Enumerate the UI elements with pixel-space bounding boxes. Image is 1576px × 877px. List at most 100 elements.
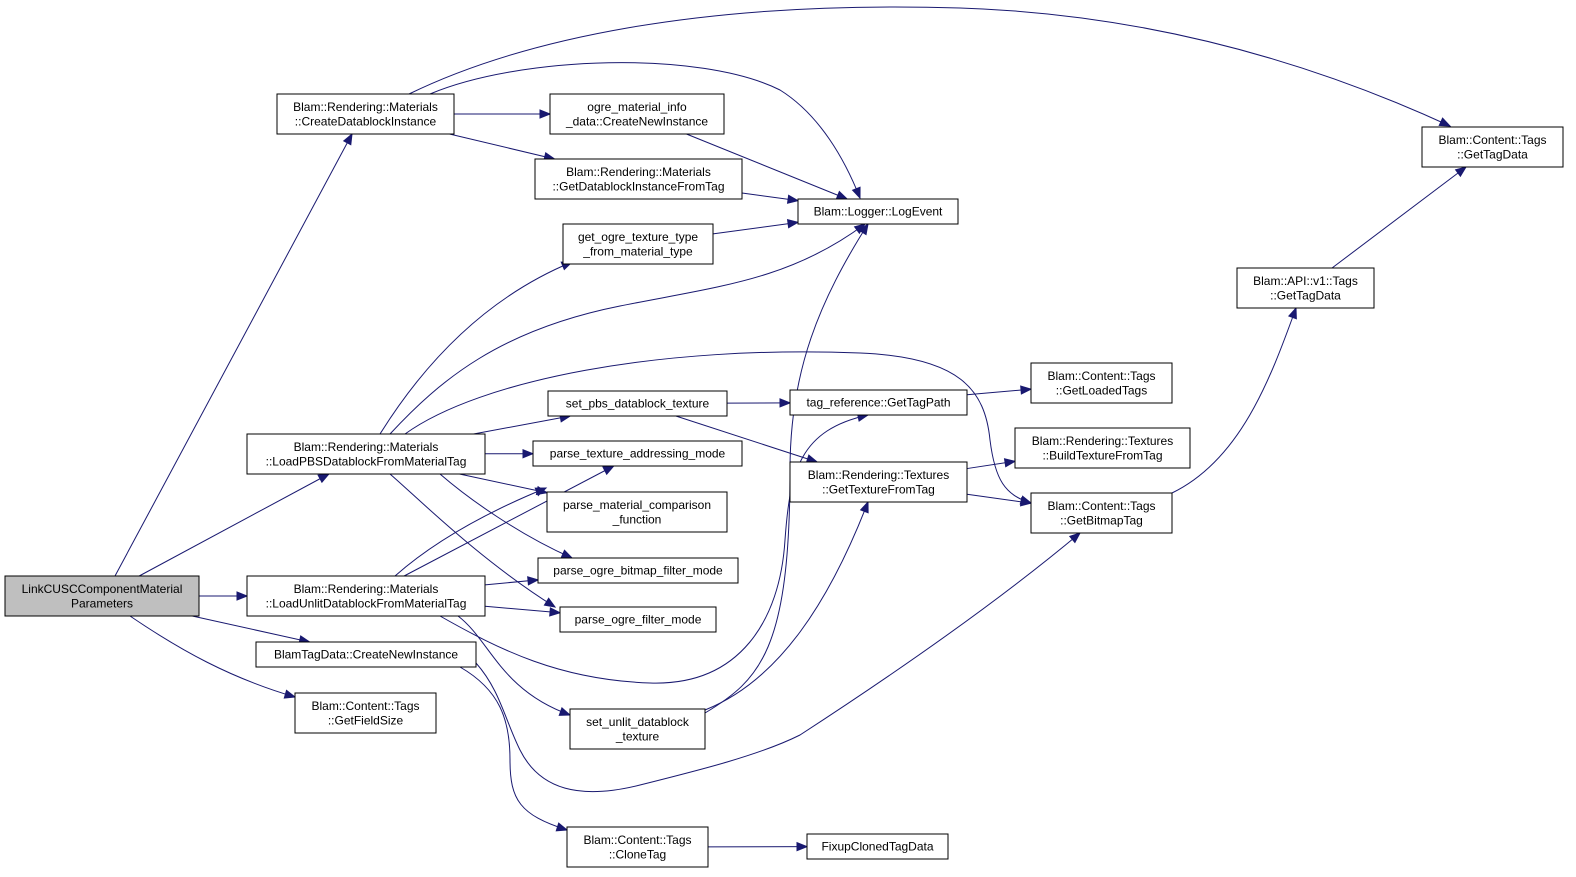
- node-box: [562, 223, 714, 265]
- node-label-line: _texture: [615, 729, 660, 743]
- arrowhead: [1287, 306, 1297, 320]
- node-box: [569, 708, 706, 750]
- arrowhead: [1068, 532, 1082, 544]
- node-loaded[interactable]: Blam::Content::Tags::GetLoadedTags: [1030, 362, 1173, 404]
- arrowhead: [835, 190, 849, 200]
- node-label-line: _data::CreateNewInstance: [565, 114, 708, 128]
- edge-apiTagData-to-tagData: [1331, 166, 1468, 269]
- edge-loadUnlit-to-setUnlit: [457, 615, 572, 716]
- arrowhead: [317, 473, 331, 484]
- node-label-line: Blam::API::v1::Tags: [1253, 274, 1358, 288]
- node-label-line: parse_ogre_bitmap_filter_mode: [553, 564, 723, 578]
- node-box: [546, 491, 728, 533]
- node-texFromTag[interactable]: Blam::Rendering::Textures::GetTextureFro…: [789, 461, 968, 503]
- arrowhead: [859, 500, 869, 514]
- node-bmpFilter[interactable]: parse_ogre_bitmap_filter_mode: [537, 557, 739, 584]
- node-fixup[interactable]: FixupClonedTagData: [806, 833, 949, 860]
- edge-loadUnlit-to-addrMode: [403, 465, 615, 577]
- node-box: [559, 606, 717, 633]
- arrowhead: [342, 132, 353, 146]
- edge-loadPbs-to-addrMode: [484, 448, 535, 459]
- node-box: [1030, 362, 1173, 404]
- node-setUnlit[interactable]: set_unlit_datablock_texture: [569, 708, 706, 750]
- arrowhead: [236, 591, 249, 601]
- node-label-line: Blam::Rendering::Textures: [1032, 434, 1173, 448]
- arrowhead: [539, 109, 552, 119]
- node-tagData[interactable]: Blam::Content::Tags::GetTagData: [1421, 126, 1564, 168]
- node-label-line: set_pbs_datablock_texture: [566, 397, 710, 411]
- node-label-line: ::GetTextureFromTag: [822, 482, 935, 496]
- arrowhead: [1020, 385, 1033, 395]
- node-label-line: Blam::Rendering::Materials: [293, 100, 438, 114]
- node-buildTex[interactable]: Blam::Rendering::Textures::BuildTextureF…: [1014, 427, 1191, 469]
- node-bitmapTag[interactable]: Blam::Content::Tags::GetBitmapTag: [1030, 492, 1173, 534]
- node-box: [276, 93, 455, 135]
- arrowhead: [522, 448, 535, 459]
- edge-root-to-loadUnlit: [199, 591, 249, 601]
- node-loadPbs[interactable]: Blam::Rendering::Materials::LoadPBSDatab…: [246, 433, 486, 475]
- edge-setUnlit-to-texFromTag: [704, 500, 869, 711]
- node-filter[interactable]: parse_ogre_filter_mode: [559, 606, 717, 633]
- node-label-line: ::GetTagData: [1270, 288, 1341, 302]
- node-box: [4, 575, 200, 617]
- arrowhead: [555, 822, 569, 832]
- edge-setPbs-to-tagPath: [726, 398, 792, 408]
- node-label-line: ::LoadUnlitDatablockFromMaterialTag: [266, 596, 467, 610]
- node-label-line: Blam::Rendering::Textures: [808, 468, 949, 482]
- arrowhead: [1454, 166, 1468, 178]
- node-label-line: Blam::Rendering::Materials: [294, 582, 439, 596]
- edge-loadUnlit-to-filter: [484, 605, 562, 617]
- node-texType[interactable]: get_ogre_texture_type_from_material_type: [562, 223, 714, 265]
- node-getDbiTag[interactable]: Blam::Rendering::Materials::GetDatablock…: [534, 158, 743, 200]
- edge-root-to-fieldSize: [129, 615, 297, 699]
- node-createDbi[interactable]: Blam::Rendering::Materials::CreateDatabl…: [276, 93, 455, 135]
- edge-createDbi-to-logEvent: [429, 62, 861, 200]
- node-addrMode[interactable]: parse_texture_addressing_mode: [532, 440, 743, 467]
- node-btdCreate[interactable]: BlamTagData::CreateNewInstance: [255, 641, 477, 668]
- node-label-line: ::GetFieldSize: [328, 713, 404, 727]
- node-cloneTag[interactable]: Blam::Content::Tags::CloneTag: [566, 826, 709, 868]
- node-label-line: ::LoadPBSDatablockFromMaterialTag: [266, 454, 467, 468]
- arrowhead: [527, 576, 540, 586]
- node-box: [1236, 267, 1375, 309]
- node-loadUnlit[interactable]: Blam::Rendering::Materials::LoadUnlitDat…: [246, 575, 486, 617]
- node-box: [1030, 492, 1173, 534]
- arrowhead: [1003, 458, 1017, 468]
- edge-btdCreate-to-cloneTag: [459, 666, 569, 832]
- edges-layer: [114, 6, 1468, 852]
- edge-btdCreate-to-bitmapTag: [475, 532, 1082, 793]
- node-box: [246, 433, 486, 475]
- node-label-line: Blam::Content::Tags: [583, 833, 691, 847]
- node-box: [532, 440, 743, 467]
- node-label-line: FixupClonedTagData: [821, 840, 933, 854]
- node-label-line: ::CreateDatablockInstance: [295, 114, 437, 128]
- node-box: [1014, 427, 1191, 469]
- node-box: [789, 389, 968, 416]
- arrowhead: [851, 186, 861, 200]
- arrowhead: [779, 398, 792, 408]
- node-fieldSize[interactable]: Blam::Content::Tags::GetFieldSize: [294, 692, 437, 734]
- arrowhead: [560, 549, 574, 559]
- node-tagPath[interactable]: tag_reference::GetTagPath: [789, 389, 968, 416]
- node-label-line: ::CloneTag: [609, 847, 666, 861]
- node-setPbs[interactable]: set_pbs_datablock_texture: [547, 390, 728, 417]
- node-box: [255, 641, 477, 668]
- arrowhead: [796, 841, 809, 852]
- edge-loadUnlit-to-cmpFunc: [394, 487, 548, 577]
- node-logEvent[interactable]: Blam::Logger::LogEvent: [797, 198, 959, 225]
- node-box: [547, 390, 728, 417]
- nodes-layer: LinkCUSCComponentMaterialParametersBlam:…: [4, 93, 1564, 868]
- arrowhead: [549, 607, 562, 617]
- node-label-line: parse_ogre_filter_mode: [575, 613, 702, 627]
- node-label-line: parse_texture_addressing_mode: [550, 447, 726, 461]
- node-omiCreate[interactable]: ogre_material_info_data::CreateNewInstan…: [549, 93, 725, 135]
- node-label-line: tag_reference::GetTagPath: [806, 396, 950, 410]
- edge-createDbi-to-getDbiTag: [449, 133, 556, 162]
- node-label-line: ogre_material_info: [587, 100, 687, 114]
- edge-getDbiTag-to-logEvent: [741, 192, 800, 204]
- node-box: [797, 198, 959, 225]
- node-cmpFunc[interactable]: parse_material_comparison_function: [546, 491, 728, 533]
- node-apiTagData[interactable]: Blam::API::v1::Tags::GetTagData: [1236, 267, 1375, 309]
